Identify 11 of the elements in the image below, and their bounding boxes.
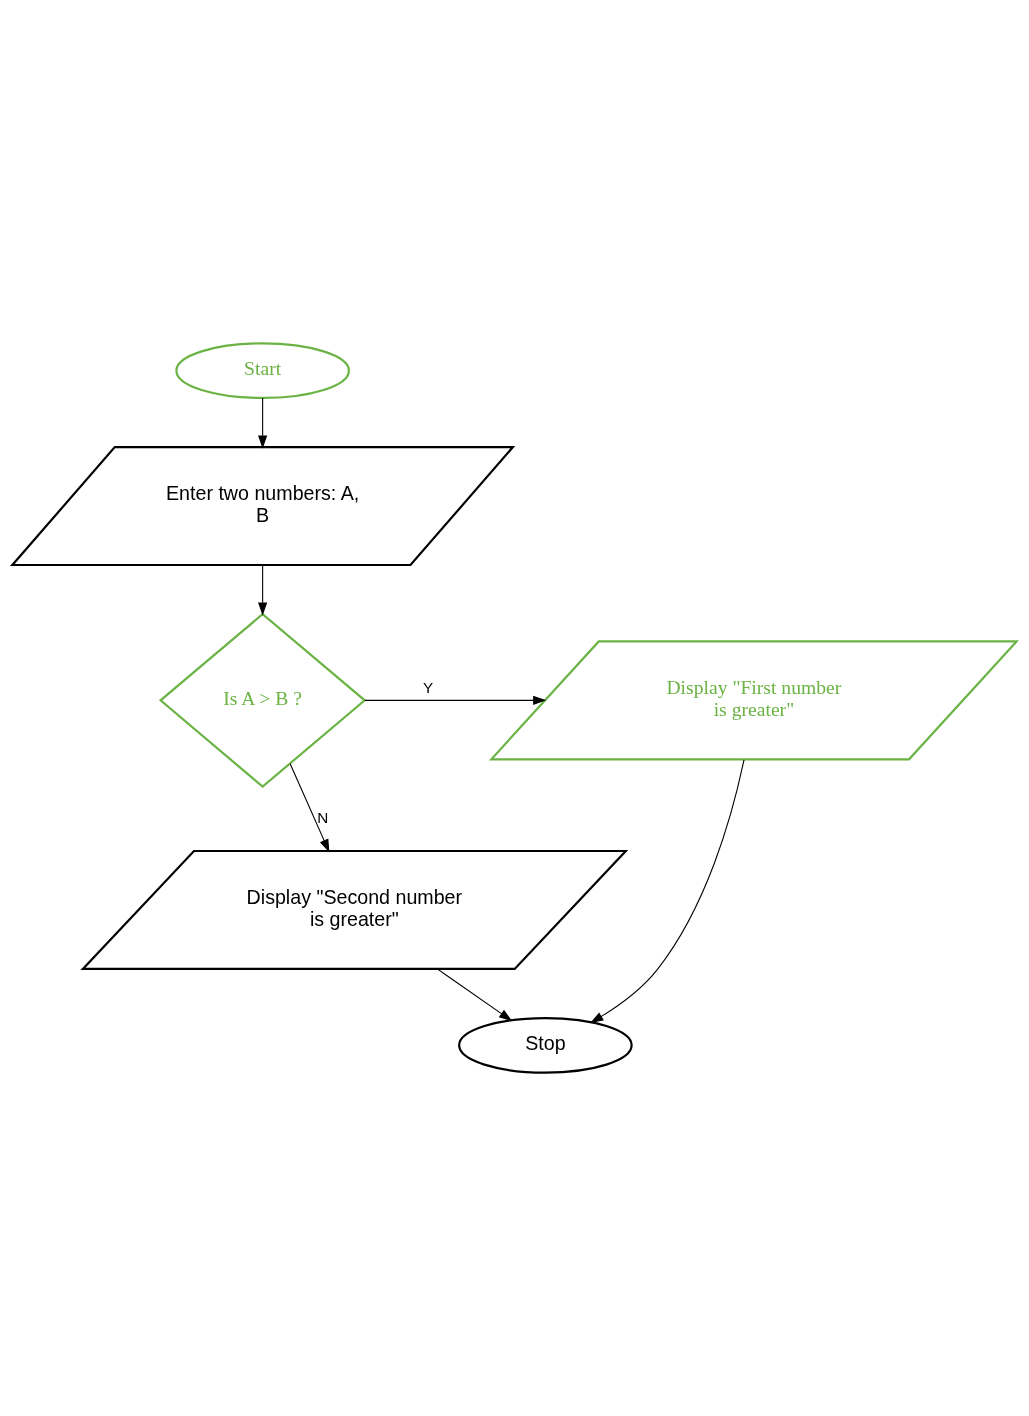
arrow — [258, 397, 268, 449]
arrow — [258, 564, 268, 616]
arrow — [289, 763, 330, 853]
edge-label: N — [317, 808, 329, 826]
arrow — [364, 695, 547, 705]
node-ellipse: Stop — [458, 1016, 633, 1074]
node-ellipse: Start — [175, 342, 350, 400]
edge-label: Y — [422, 678, 434, 696]
arrow — [437, 968, 513, 1022]
node-diamond: Is A > B ? — [158, 612, 367, 789]
arrow — [590, 759, 745, 1024]
